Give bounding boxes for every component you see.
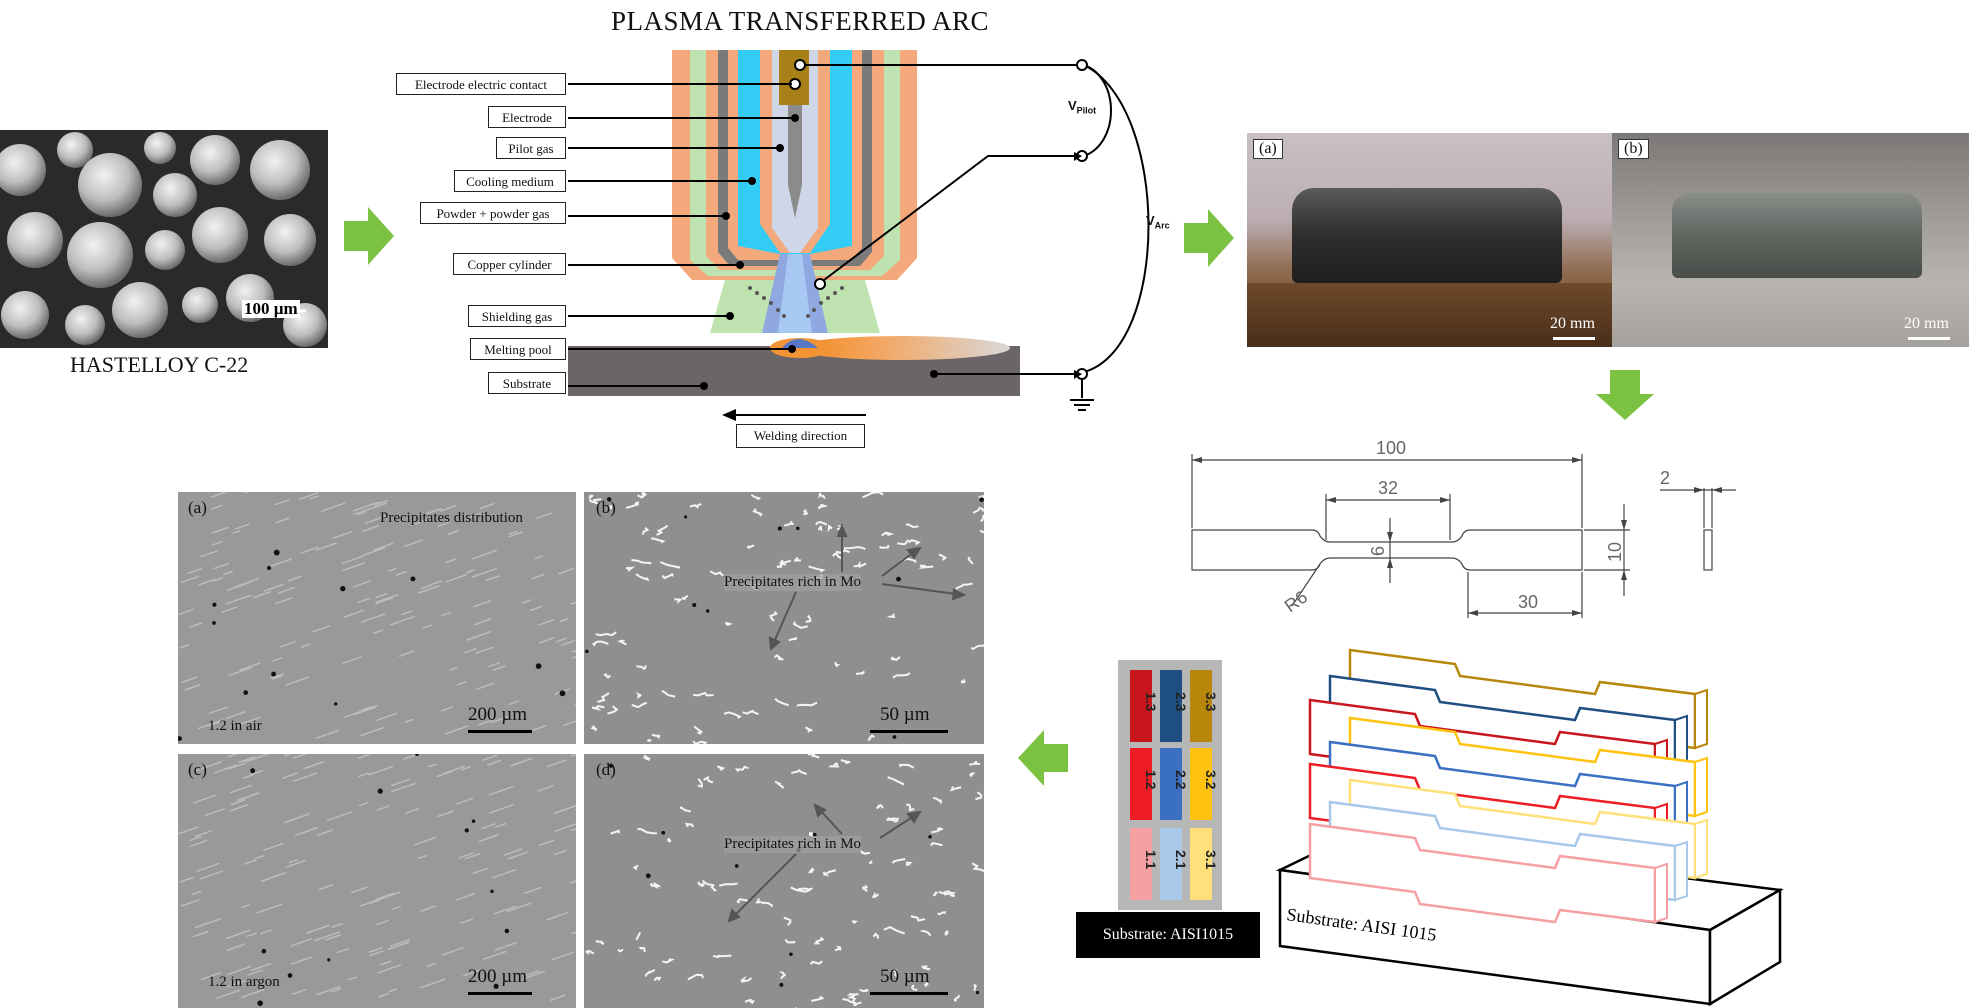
micrograph-b-scale-label: 50 µm bbox=[880, 704, 930, 725]
photo-a-scale-bar bbox=[1553, 337, 1595, 340]
pta-label-substrate: Substrate bbox=[488, 372, 566, 394]
pta-label-cooling-medium: Cooling medium bbox=[454, 170, 566, 192]
voltage-arc-symbol: V bbox=[1146, 213, 1155, 228]
sample-label-2-2: 2.2 bbox=[1173, 770, 1189, 790]
dim-radius: R6 bbox=[1281, 587, 1311, 617]
dim-gauge-length: 32 bbox=[1378, 478, 1398, 498]
pta-label-electrode-contact: Electrode electric contact bbox=[396, 73, 566, 95]
stack-specimen-side bbox=[1694, 688, 1708, 750]
sample-label-1-3: 1.3 bbox=[1143, 692, 1159, 712]
micrograph-b-tag: (b) bbox=[596, 498, 616, 517]
pta-label-melting-pool: Melting pool bbox=[470, 338, 566, 360]
photo-a-tag: (a) bbox=[1253, 139, 1283, 159]
micrograph-d-scale-bar bbox=[870, 992, 948, 995]
micrograph-a-scale-bar bbox=[468, 730, 532, 733]
dim-grip-length: 30 bbox=[1518, 592, 1538, 612]
diagram-title: PLASMA TRANSFERRED ARC bbox=[610, 6, 990, 36]
photo-a-scale-label: 20 mm bbox=[1550, 315, 1595, 332]
micrograph-b-annotation: Precipitates rich in Mo bbox=[724, 574, 862, 591]
voltage-arc-label: VArc bbox=[1146, 213, 1170, 231]
powder-sem-image: 100 µm bbox=[0, 130, 328, 348]
dim-grip-width: 10 bbox=[1605, 542, 1625, 562]
pta-torch-schematic bbox=[568, 50, 1150, 411]
micrograph-a-annotation: Precipitates distribution bbox=[380, 510, 523, 526]
sample-label-2-1: 2.1 bbox=[1173, 850, 1189, 870]
sample-cell-2-3 bbox=[1160, 670, 1182, 742]
deposit-bead-b bbox=[1672, 193, 1922, 278]
powder-particles bbox=[0, 132, 327, 347]
powder-caption: HASTELLOY C-22 bbox=[70, 352, 249, 377]
deposit-base-a bbox=[1247, 283, 1612, 347]
voltage-pilot-label: VPilot bbox=[1068, 98, 1096, 116]
pta-label-electrode: Electrode bbox=[488, 106, 566, 128]
deposit-bead-a bbox=[1292, 188, 1562, 283]
micrograph-d: (d) Precipitates rich in Mo 50 µm bbox=[584, 754, 984, 1008]
stack-specimen-side bbox=[1694, 756, 1708, 818]
voltage-arc-subscript: Arc bbox=[1154, 220, 1170, 231]
micrograph-a-texture bbox=[178, 492, 576, 744]
sample-cell-3-1 bbox=[1190, 828, 1212, 900]
stacked-specimens-3d: Substrate: AISI 1015 bbox=[1275, 648, 1784, 1007]
dim-gauge-width: 6 bbox=[1368, 546, 1388, 556]
arrow-right-icon bbox=[1184, 209, 1234, 267]
micrograph-d-arrows bbox=[727, 803, 922, 923]
sample-cell-3-3 bbox=[1190, 670, 1212, 742]
micrograph-a: (a) Precipitates distribution 1.2 in air… bbox=[178, 492, 576, 744]
sample-grid-cells: 1.3 1.2 1.1 2.3 2.2 2.1 3.3 3.2 3.1 bbox=[1130, 670, 1219, 900]
stack-specimen-side bbox=[1654, 862, 1668, 924]
micrograph-c-texture bbox=[178, 754, 576, 1008]
micrograph-a-note: 1.2 in air bbox=[208, 718, 262, 734]
photo-b-tag: (b) bbox=[1618, 139, 1649, 159]
micrograph-d-annotation: Precipitates rich in Mo bbox=[724, 836, 862, 853]
dim-total-length: 100 bbox=[1376, 438, 1406, 458]
micrograph-d-scale-label: 50 µm bbox=[880, 966, 930, 987]
sample-cell-2-1 bbox=[1160, 828, 1182, 900]
micrograph-c-scale-bar bbox=[468, 992, 532, 995]
pta-label-shielding-gas: Shielding gas bbox=[468, 305, 566, 327]
sample-label-3-2: 3.2 bbox=[1203, 770, 1219, 790]
micrograph-d-tag: (d) bbox=[596, 760, 616, 779]
sample-cell-3-2 bbox=[1190, 748, 1212, 820]
micrograph-b-scale-bar bbox=[870, 730, 948, 733]
sample-label-3-3: 3.3 bbox=[1203, 692, 1219, 712]
arrow-right-icon bbox=[344, 207, 394, 265]
micrograph-b: (b) Precipitates rich in Mo 50 µm bbox=[584, 492, 984, 744]
pta-label-pilot-gas: Pilot gas bbox=[496, 137, 566, 159]
micrograph-c: (c) 1.2 in argon 200 µm bbox=[178, 754, 576, 1008]
micrograph-a-tag: (a) bbox=[188, 498, 207, 517]
sample-label-1-2: 1.2 bbox=[1143, 770, 1159, 790]
tensile-specimen-drawing: 100 32 6 10 30 R6 2 bbox=[1191, 438, 1736, 618]
deposit-photo-a: (a) 20 mm bbox=[1247, 133, 1612, 347]
sample-cell-1-1 bbox=[1130, 828, 1152, 900]
sample-grid-substrate: Substrate: AISI1015 bbox=[1076, 912, 1260, 958]
welding-direction-arrow bbox=[722, 409, 866, 421]
micrograph-a-scale-label: 200 µm bbox=[468, 704, 527, 725]
voltage-pilot-subscript: Pilot bbox=[1076, 105, 1097, 116]
micrograph-c-tag: (c) bbox=[188, 760, 207, 779]
stack-specimen-side bbox=[1674, 840, 1688, 902]
arrow-down-icon bbox=[1596, 370, 1654, 420]
photo-b-scale-label: 20 mm bbox=[1904, 315, 1949, 332]
sample-label-2-3: 2.3 bbox=[1173, 692, 1189, 712]
micrograph-d-texture bbox=[584, 754, 984, 1008]
sample-cell-2-2 bbox=[1160, 748, 1182, 820]
sample-label-3-1: 3.1 bbox=[1203, 850, 1219, 870]
welding-direction-label: Welding direction bbox=[736, 424, 865, 448]
stack-specimen-side bbox=[1694, 818, 1708, 880]
micrograph-c-scale-label: 200 µm bbox=[468, 966, 527, 987]
photo-b-scale-bar bbox=[1908, 337, 1950, 340]
deposit-photo-b: (b) 20 mm bbox=[1612, 133, 1969, 347]
arrow-left-icon bbox=[1018, 730, 1068, 786]
sample-cell-1-3 bbox=[1130, 670, 1152, 742]
dim-thickness: 2 bbox=[1660, 468, 1670, 488]
pta-label-copper-cylinder: Copper cylinder bbox=[453, 253, 566, 275]
micrograph-b-arrows bbox=[768, 523, 967, 652]
pta-label-powder-gas: Powder + powder gas bbox=[420, 202, 566, 224]
sample-label-1-1: 1.1 bbox=[1143, 850, 1159, 870]
powder-scale-label: 100 µm bbox=[242, 299, 300, 318]
micrograph-c-note: 1.2 in argon bbox=[208, 974, 280, 990]
sample-cell-1-2 bbox=[1130, 748, 1152, 820]
voltage-pilot-symbol: V bbox=[1068, 98, 1077, 113]
